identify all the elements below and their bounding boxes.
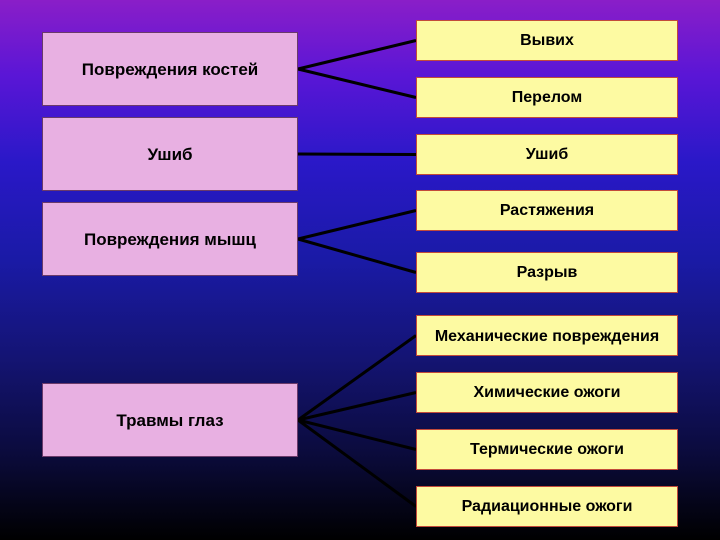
category-bone-injuries: Повреждения костей xyxy=(42,32,298,106)
connector-bones-fracture xyxy=(297,67,417,99)
category-muscle-injuries: Повреждения мышц xyxy=(42,202,298,276)
item-rupture: Разрыв xyxy=(416,252,678,293)
connector-muscles-sprain xyxy=(297,209,417,241)
item-sprain: Растяжения xyxy=(416,190,678,231)
connector-bones-dislocation xyxy=(297,39,417,71)
connector-eyes-thermal xyxy=(297,418,417,451)
item-fracture: Перелом xyxy=(416,77,678,118)
item-mechanical-damage: Механические повреждения xyxy=(416,315,678,356)
item-dislocation: Вывих xyxy=(416,20,678,61)
category-bruise: Ушиб xyxy=(42,117,298,191)
connector-bruise-bruise-item xyxy=(297,152,417,156)
connector-muscles-rupture xyxy=(297,237,417,274)
item-bruise: Ушиб xyxy=(416,134,678,175)
item-radiation-burns: Радиационные ожоги xyxy=(416,486,678,527)
item-thermal-burns: Термические ожоги xyxy=(416,429,678,470)
connector-eyes-chemical xyxy=(297,391,417,422)
item-chemical-burns: Химические ожоги xyxy=(416,372,678,413)
connector-eyes-radiation xyxy=(297,418,417,508)
category-eye-injuries: Травмы глаз xyxy=(42,383,298,457)
connector-eyes-mechanical xyxy=(297,334,417,422)
